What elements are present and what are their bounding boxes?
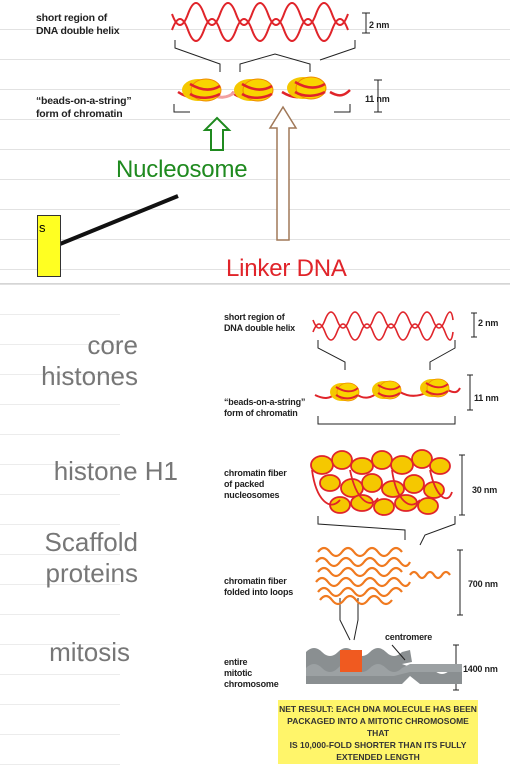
bottom-beads-label-line2: form of chromatin <box>224 408 298 418</box>
pointer-line <box>59 194 179 246</box>
yellow-callout-box: s <box>37 215 61 277</box>
bottom-helix-label-line1: short region of <box>224 312 285 322</box>
bottom-loops-label-line1: chromatin fiber <box>224 576 287 586</box>
top-beads-label: “beads-on-a-string” form of chromatin <box>36 95 132 121</box>
side-label-scaffold-proteins: Scaffold proteins <box>20 527 138 589</box>
top-nucleosome-3 <box>287 76 327 100</box>
bottom-fiber-label-line2: of packed <box>224 479 265 489</box>
top-diagram <box>59 2 382 246</box>
top-helix-label: short region of DNA double helix <box>36 12 120 38</box>
top-beads-label-line1: “beads-on-a-string” <box>36 95 132 107</box>
bottom-fiber-label: chromatin fiber of packed nucleosomes <box>224 468 287 501</box>
side-label-scaffold-line1: Scaffold <box>44 527 138 557</box>
top-beads-label-line2: form of chromatin <box>36 108 123 120</box>
bottom-chrom-label: entire mitotic chromosome <box>224 657 279 690</box>
up-arrow-icon <box>202 116 232 151</box>
net-result-line2: PACKAGED INTO A MITOTIC CHROMOSOME THAT <box>287 716 469 738</box>
side-label-core-histones: core histones <box>20 330 138 392</box>
bottom-dim-11nm: 11 nm <box>474 393 499 403</box>
top-dim-2nm: 2 nm <box>369 20 390 30</box>
top-helix-label-line1: short region of <box>36 12 108 24</box>
top-slide-background <box>0 0 510 285</box>
linker-dna-label: Linker DNA <box>226 255 347 282</box>
side-label-core-line2: histones <box>41 361 138 391</box>
side-label-histone-h1: histone H1 <box>53 456 178 486</box>
bottom-dim-700nm: 700 nm <box>468 579 498 589</box>
bottom-dim-30nm: 30 nm <box>472 485 498 495</box>
net-result-line3: IS 10,000-FOLD SHORTER THAN ITS FULLY <box>289 740 467 750</box>
top-nucleosome-1 <box>182 78 222 102</box>
side-label-mitosis: mitosis <box>49 637 130 667</box>
bottom-fiber-label-line1: chromatin fiber <box>224 468 287 478</box>
bottom-loops-label: chromatin fiber folded into loops <box>224 576 293 598</box>
net-result-line1: NET RESULT: EACH DNA MOLECULE HAS BEEN <box>279 704 477 714</box>
top-dim-bar-2nm <box>362 12 370 34</box>
bottom-loops-label-line2: folded into loops <box>224 587 294 597</box>
bottom-chrom-label-line2: mitotic <box>224 668 253 678</box>
bottom-chrom-label-line3: chromosome <box>224 679 279 689</box>
bottom-helix-label: short region of DNA double helix <box>224 312 295 334</box>
centromere-label: centromere <box>385 632 433 642</box>
bottom-beads-label-line1: “beads-on-a-string” <box>224 397 306 407</box>
side-label-core-line1: core <box>87 330 138 360</box>
side-label-scaffold-line2: proteins <box>45 558 139 588</box>
bottom-beads-label: “beads-on-a-string” form of chromatin <box>224 397 305 419</box>
nucleosome-label: Nucleosome <box>116 156 248 183</box>
top-beads-string <box>177 76 351 102</box>
yellow-callout-text: s <box>39 220 46 235</box>
top-dim-11nm: 11 nm <box>365 94 390 104</box>
long-up-arrow-icon <box>268 105 298 241</box>
top-helix-label-line2: DNA double helix <box>36 25 120 37</box>
net-result-box: NET RESULT: EACH DNA MOLECULE HAS BEEN P… <box>278 700 478 764</box>
top-dna-helix <box>171 2 349 42</box>
top-connector-lines <box>173 40 356 113</box>
net-result-line4: EXTENDED LENGTH <box>336 752 420 762</box>
top-nucleosome-2 <box>234 78 274 102</box>
bottom-helix-label-line2: DNA double helix <box>224 323 295 333</box>
bottom-fiber-label-line3: nucleosomes <box>224 490 280 500</box>
bottom-chrom-label-line1: entire <box>224 657 248 667</box>
bottom-dim-2nm: 2 nm <box>478 318 499 328</box>
top-dim-bar-11nm <box>374 79 382 113</box>
bottom-dim-1400nm: 1400 nm <box>463 664 498 674</box>
